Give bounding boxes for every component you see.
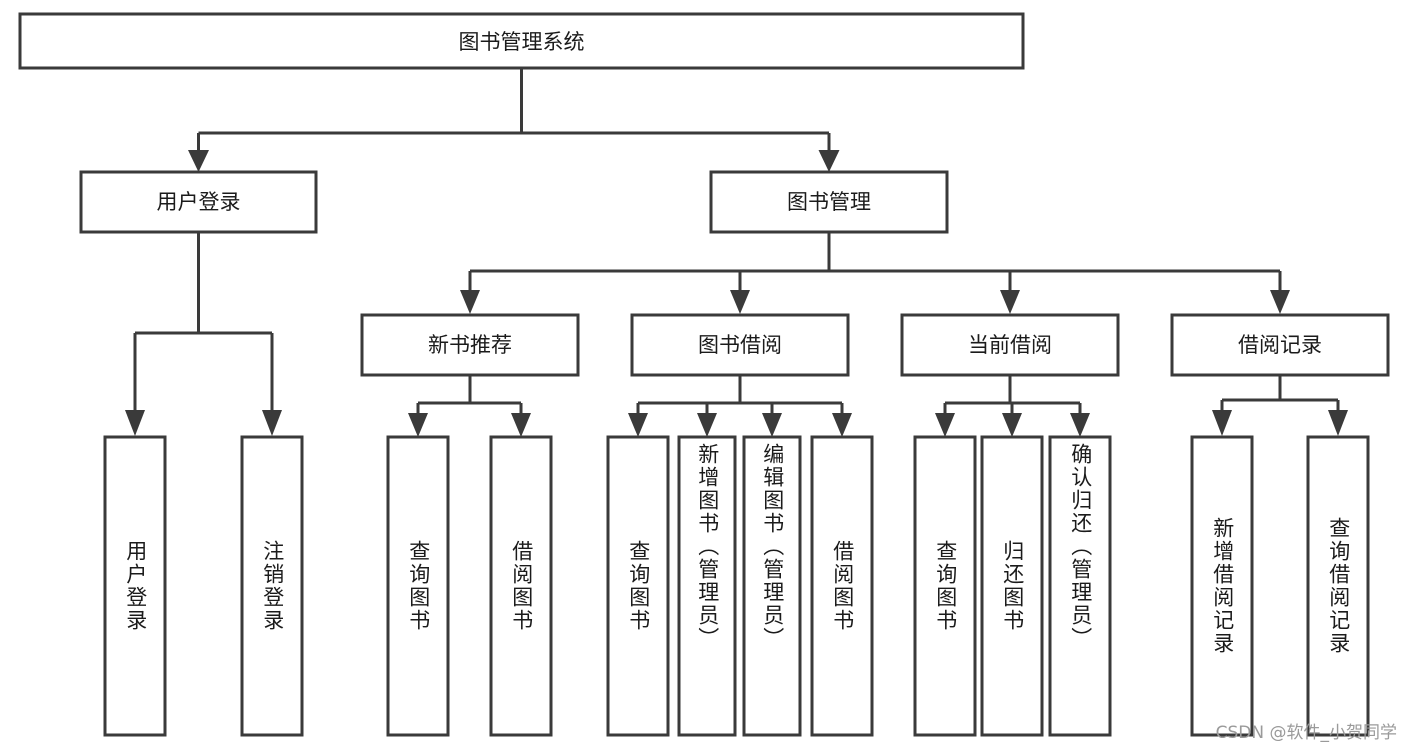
leaf-query-book-3-box[interactable] xyxy=(913,435,977,737)
arrow-leaf-add-book xyxy=(697,413,717,437)
node-user-login-box[interactable] xyxy=(79,170,318,234)
arrow-leaf-query-book-3 xyxy=(935,413,955,437)
connector-layer xyxy=(125,68,1348,437)
leaf-logout-login-box[interactable] xyxy=(240,435,304,737)
arrow-user-login xyxy=(188,150,209,172)
leaf-borrow-book-2-box[interactable] xyxy=(810,435,874,737)
node-root[interactable]: 图书管理系统 xyxy=(18,12,1025,70)
arrow-leaf-return-book xyxy=(1002,413,1022,437)
arrow-book-manage xyxy=(818,150,840,172)
csdn-watermark: CSDN @软件_小贺同学 xyxy=(1215,723,1397,743)
leaf-add-book-box[interactable] xyxy=(677,435,737,737)
node-book-borrow-box[interactable] xyxy=(630,313,850,377)
node-borrow-record[interactable]: 借阅记录 xyxy=(1170,313,1390,377)
arrow-leaf-query-record xyxy=(1328,410,1348,436)
leaf-query-book-1-box[interactable] xyxy=(386,435,450,737)
leaf-borrow-book-1-box[interactable] xyxy=(489,435,553,737)
arrow-leaf-edit-book xyxy=(762,413,782,437)
arrow-leaf-confirm-return xyxy=(1070,413,1090,437)
leaf-query-record-box[interactable] xyxy=(1306,435,1370,737)
node-new-book-recommend-label: 新书推荐 xyxy=(428,333,512,357)
arrow-leaf-user-login xyxy=(125,410,145,436)
node-borrow-record-label: 借阅记录 xyxy=(1238,333,1322,357)
node-borrow-record-box[interactable] xyxy=(1170,313,1390,377)
node-new-book-recommend-box[interactable] xyxy=(360,313,580,377)
node-root-label: 图书管理系统 xyxy=(459,30,585,54)
arrow-new-book-recommend xyxy=(460,290,480,314)
leaf-user-login-box[interactable] xyxy=(103,435,167,737)
node-current-borrow-label: 当前借阅 xyxy=(968,333,1052,357)
arrow-leaf-query-book-2 xyxy=(628,413,648,437)
node-root-box[interactable] xyxy=(18,12,1025,70)
arrow-leaf-logout-login xyxy=(262,410,282,436)
node-book-manage-label: 图书管理 xyxy=(787,190,871,214)
node-book-borrow[interactable]: 图书借阅 xyxy=(630,313,850,377)
leaf-return-book-box[interactable] xyxy=(980,435,1044,737)
node-new-book-recommend[interactable]: 新书推荐 xyxy=(360,313,580,377)
node-current-borrow[interactable]: 当前借阅 xyxy=(900,313,1120,377)
node-user-login[interactable]: 用户登录 xyxy=(79,170,318,234)
leaf-query-book-2-box[interactable] xyxy=(606,435,670,737)
leaf-edit-book-box[interactable] xyxy=(742,435,802,737)
leaf-add-record-box[interactable] xyxy=(1190,435,1254,737)
node-user-login-label: 用户登录 xyxy=(157,190,241,214)
node-current-borrow-box[interactable] xyxy=(900,313,1120,377)
arrow-leaf-add-record xyxy=(1212,410,1232,436)
arrow-leaf-borrow-book-2 xyxy=(832,413,852,437)
arrow-borrow-record xyxy=(1270,290,1290,314)
node-book-manage-box[interactable] xyxy=(709,170,949,234)
arrow-current-borrow xyxy=(1000,290,1020,314)
arrow-book-borrow xyxy=(730,290,750,314)
arrow-leaf-query-book-1 xyxy=(408,413,428,437)
arrow-leaf-borrow-book-1 xyxy=(511,413,531,437)
node-book-manage[interactable]: 图书管理 xyxy=(709,170,949,234)
leaf-confirm-return-box[interactable] xyxy=(1048,435,1112,737)
leaf-box-layer xyxy=(103,435,1370,737)
node-book-borrow-label: 图书借阅 xyxy=(698,333,782,357)
